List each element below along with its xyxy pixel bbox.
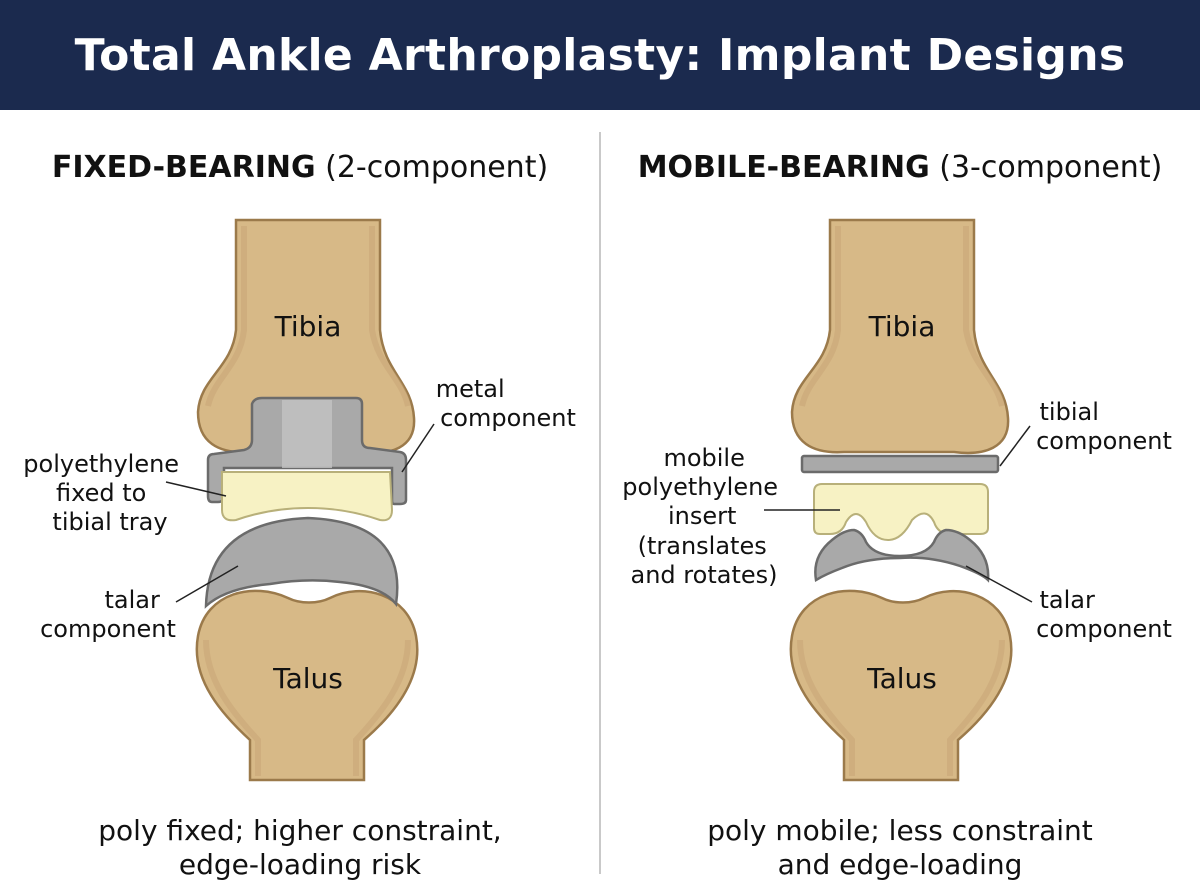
mobile-bearing-caption: poly mobile; less constraint and edge-lo… xyxy=(600,814,1200,882)
page-title: Total Ankle Arthroplasty: Implant Design… xyxy=(74,29,1126,81)
right-talus-label: Talus xyxy=(866,662,937,695)
right-talar-component xyxy=(814,528,990,583)
mobile-caption-line-1: poly mobile; less constraint xyxy=(707,814,1093,847)
mobile-bearing-heading: MOBILE-BEARING (3-component) xyxy=(600,150,1200,185)
fixed-caption-line-2: edge-loading risk xyxy=(178,848,422,881)
panel-divider xyxy=(599,132,601,874)
fixed-bearing-heading-rest: (2-component) xyxy=(315,150,549,185)
fixed-bearing-heading-bold: FIXED-BEARING xyxy=(51,150,316,185)
fixed-bearing-caption: poly fixed; higher constraint, edge-load… xyxy=(0,814,600,882)
right-tibial-component xyxy=(800,454,1000,474)
right-tibia-label: Tibia xyxy=(868,310,936,343)
left-talus-label: Talus xyxy=(272,662,343,695)
left-talar-label: talar component xyxy=(40,586,176,643)
mobile-bearing-heading-rest: (3-component) xyxy=(929,150,1163,185)
fixed-bearing-heading: FIXED-BEARING (2-component) xyxy=(0,150,600,185)
right-tibia-bone xyxy=(790,218,1010,455)
right-talar-label: talar component xyxy=(1036,586,1172,643)
mobile-bearing-heading-bold: MOBILE-BEARING xyxy=(637,150,930,185)
right-tibial-label: tibial component xyxy=(1036,398,1172,455)
right-insert-label: mobile polyethylene insert (translates a… xyxy=(622,444,785,589)
mobile-caption-line-2: and edge-loading xyxy=(777,848,1023,881)
title-banner: Total Ankle Arthroplasty: Implant Design… xyxy=(0,0,1200,110)
fixed-caption-line-1: poly fixed; higher constraint, xyxy=(98,814,502,847)
left-poly-label: polyethylene fixed to tibial tray xyxy=(23,450,186,536)
left-metal-label: metal component xyxy=(436,375,576,432)
left-tibia-label: Tibia xyxy=(274,310,342,343)
mobile-bearing-diagram: Tibia Talus tibial component mobile poly… xyxy=(622,218,1172,782)
left-talar-component xyxy=(204,516,399,609)
fixed-bearing-diagram: Tibia Talus metal component polyethylene… xyxy=(23,218,576,782)
right-polyethylene-insert xyxy=(813,483,989,542)
left-polyethylene-insert xyxy=(221,471,394,522)
